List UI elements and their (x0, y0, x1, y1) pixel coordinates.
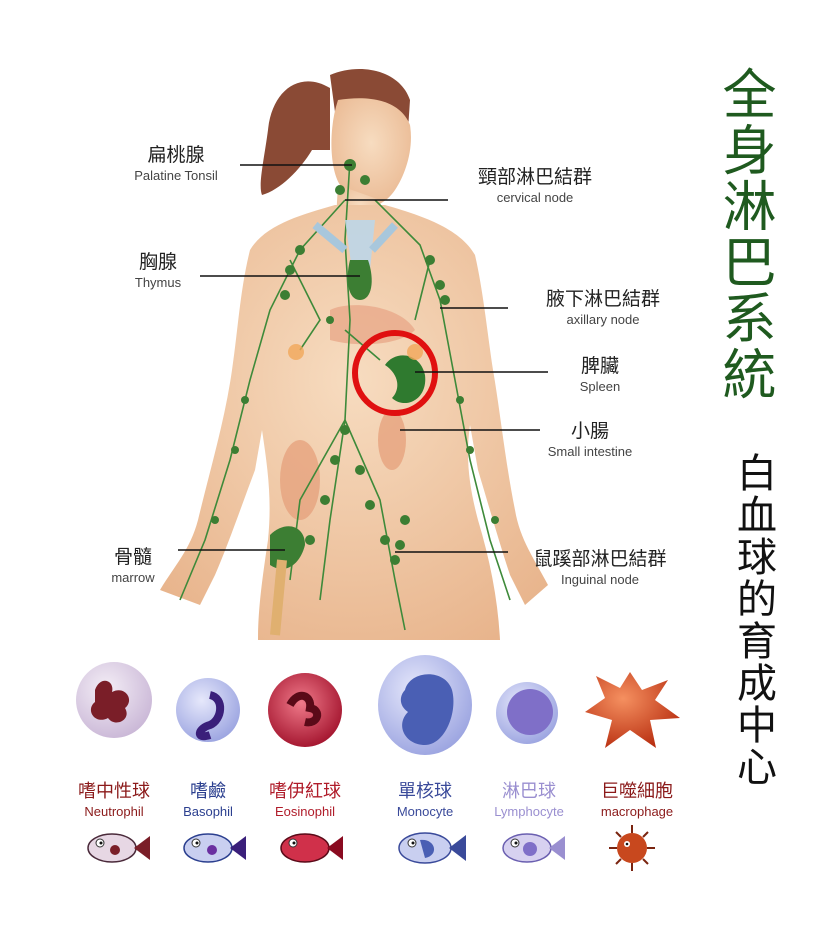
organ-zh: 小腸 (570, 420, 609, 442)
organ-zh: 胸腺 (138, 251, 177, 273)
cell-zh: 嗜鹼 (190, 781, 226, 802)
cell-zh: 巨噬細胞 (601, 781, 673, 802)
monocyte-fish-icon (398, 832, 466, 864)
organ-zh: 扁桃腺 (147, 144, 205, 166)
cell-macrophage: 巨噬細胞 macrophage (577, 781, 697, 819)
organ-en: Small intestine (547, 444, 633, 459)
organ-en: cervical node (496, 190, 574, 205)
monocyte-cell-icon (378, 655, 472, 755)
organ-zh: 脾臟 (580, 355, 619, 377)
leader-lines (178, 164, 548, 553)
cell-en: Monocyte (396, 804, 454, 819)
label-palatine-tonsil: 扁桃腺 Palatine Tonsil (128, 144, 224, 183)
label-thymus: 胸腺 Thymus (118, 251, 198, 290)
body-silhouette (160, 68, 548, 640)
organ-en: axillary node (566, 312, 640, 327)
label-small-intestine: 小腸 Small intestine (535, 420, 645, 459)
organ-en: Thymus (134, 275, 182, 290)
cell-basophil: 嗜鹼 Basophil (148, 781, 268, 819)
lymphocyte-cell-icon (496, 682, 558, 744)
label-cervical-node: 頸部淋巴結群 cervical node (455, 166, 615, 205)
cell-en: macrophage (600, 804, 674, 819)
page-title: 全身淋巴系統 (713, 66, 776, 402)
label-marrow: 骨髓 marrow (98, 546, 168, 585)
spleen-highlight-circle (352, 330, 438, 416)
basophil-fish-icon (183, 833, 246, 863)
organ-zh: 頸部淋巴結群 (477, 166, 592, 188)
cell-monocyte: 單核球 Monocyte (365, 781, 485, 819)
organ-en: Palatine Tonsil (134, 168, 218, 183)
organ-en: Inguinal node (560, 572, 640, 587)
cell-en: Eosinophil (275, 804, 335, 819)
basophil-cell-icon (176, 678, 240, 742)
cell-zh: 嗜中性球 (78, 781, 150, 802)
label-inguinal-node: 鼠蹊部淋巴結群 Inguinal node (515, 548, 685, 587)
cell-zh: 單核球 (398, 781, 452, 802)
cell-neutrophil: 嗜中性球 Neutrophil (54, 781, 174, 819)
organ-zh: 鼠蹊部淋巴結群 (533, 548, 667, 570)
page-subtitle: 白血球的育成中心 (730, 452, 776, 788)
cell-en: Basophil (183, 804, 233, 819)
lymphocyte-fish-icon (502, 833, 565, 863)
cell-en: Neutrophil (84, 804, 144, 819)
organ-en: Spleen (579, 379, 621, 394)
macrophage-cell-icon (585, 672, 680, 748)
organ-en: marrow (111, 570, 155, 585)
label-spleen: 脾臟 Spleen (555, 355, 645, 394)
organ-zh: 腋下淋巴結群 (545, 288, 660, 310)
cell-lymphocyte: 淋巴球 Lymphocyte (469, 781, 589, 819)
lymph-nodes (211, 159, 499, 565)
cell-zh: 嗜伊紅球 (269, 781, 341, 802)
cell-eosinophil: 嗜伊紅球 Eosinophil (245, 781, 365, 819)
organ-zh: 骨髓 (113, 546, 152, 568)
eosinophil-cell-icon (268, 673, 342, 747)
macrophage-fish-icon (609, 825, 655, 871)
neutrophil-fish-icon (87, 833, 150, 863)
cell-zh: 淋巴球 (502, 781, 556, 802)
eosinophil-fish-icon (280, 833, 343, 863)
label-axillary-node: 腋下淋巴結群 axillary node (518, 288, 688, 327)
neutrophil-cell-icon (76, 662, 152, 738)
cell-en: Lymphocyte (494, 804, 564, 819)
